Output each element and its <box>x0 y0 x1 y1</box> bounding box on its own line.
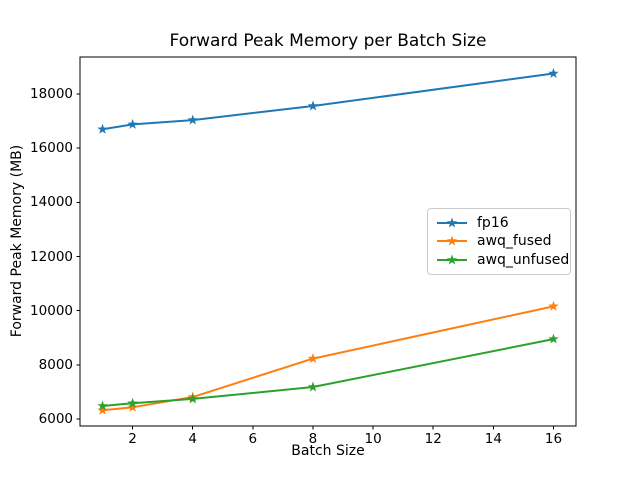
star-marker-icon <box>446 235 458 246</box>
legend-line-sample <box>437 217 467 228</box>
legend-entry-awq_fused: awq_fused <box>436 234 562 248</box>
legend-label: fp16 <box>477 215 509 232</box>
series-fp16 <box>97 68 559 134</box>
data-point-marker <box>97 123 108 134</box>
y-tick-label: 14000 <box>30 194 73 211</box>
x-tick-label: 14 <box>484 431 502 447</box>
x-tick-label: 6 <box>248 431 258 447</box>
plot-border <box>79 56 577 427</box>
axis-ticks <box>76 93 554 430</box>
y-tick-label: 8000 <box>38 356 73 373</box>
chart-title: Forward Peak Memory per Batch Size <box>169 31 487 51</box>
x-tick-label: 16 <box>544 431 563 447</box>
data-point-marker <box>127 397 138 408</box>
data-point-marker <box>548 333 559 344</box>
y-axis-label: Forward Peak Memory (MB) <box>9 144 25 338</box>
y-tick-label: 12000 <box>30 248 73 265</box>
star-marker-icon <box>446 217 458 228</box>
data-point-marker <box>127 401 138 412</box>
data-point-marker <box>548 300 559 311</box>
legend-entry-awq_unfused: awq_unfused <box>436 253 569 267</box>
x-tick-label: 8 <box>308 431 318 447</box>
legend-entry-fp16: fp16 <box>436 216 562 230</box>
data-point-marker <box>307 353 319 364</box>
data-point-marker <box>307 100 319 111</box>
legend-line-sample <box>437 235 467 246</box>
legend-label: awq_unfused <box>477 251 570 268</box>
data-point-marker <box>187 114 198 125</box>
data-point-marker <box>97 400 108 411</box>
data-point-marker <box>307 381 319 392</box>
data-point-marker <box>97 404 108 415</box>
y-tick-label: 16000 <box>30 140 73 157</box>
y-tick-label: 10000 <box>30 302 73 319</box>
x-tick-label: 10 <box>364 431 382 447</box>
x-tick-label: 12 <box>424 431 442 447</box>
star-marker-icon <box>446 254 458 265</box>
data-point-marker <box>127 118 138 129</box>
legend-line-sample <box>437 254 467 265</box>
y-tick-label: 6000 <box>38 410 73 427</box>
data-point-marker <box>187 393 198 404</box>
legend-label: awq_fused <box>477 233 552 250</box>
series-awq_unfused <box>97 333 559 411</box>
x-tick-label: 2 <box>128 431 137 447</box>
y-tick-label: 18000 <box>30 86 73 103</box>
data-point-marker <box>548 68 559 78</box>
x-tick-label: 4 <box>188 431 198 447</box>
series-awq_fused <box>97 300 559 415</box>
x-axis-label: Batch Size <box>291 443 365 459</box>
